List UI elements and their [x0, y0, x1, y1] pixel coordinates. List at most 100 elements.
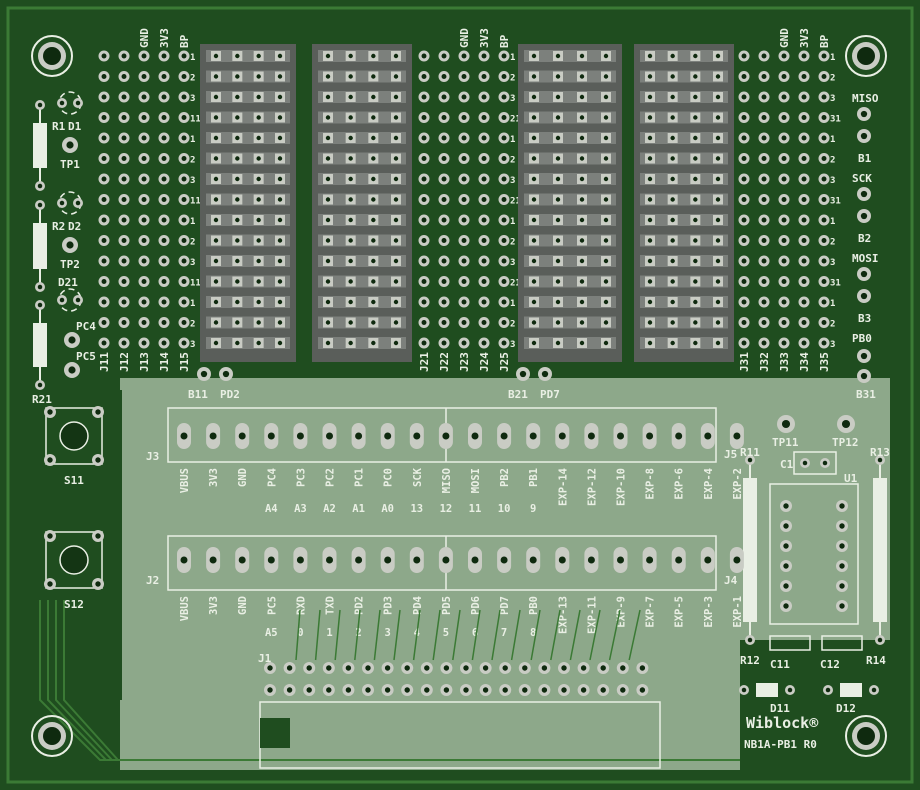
- row-number: 3: [190, 94, 195, 104]
- drill-hole: [277, 238, 283, 243]
- pin-label: SCK: [412, 467, 424, 487]
- drill-hole: [393, 74, 399, 79]
- resistor-j5-j4: [743, 478, 757, 622]
- trace: [314, 609, 321, 661]
- row-number: 2: [190, 74, 195, 84]
- drill-hole: [747, 637, 753, 643]
- row-number: 2: [510, 320, 515, 330]
- drill-hole: [670, 74, 675, 79]
- drill-hole: [101, 320, 107, 325]
- pin-number: 9: [530, 503, 536, 515]
- drill-hole: [715, 258, 721, 264]
- drill-hole: [741, 156, 747, 161]
- pin-number: 0: [297, 627, 303, 639]
- drill-hole: [213, 115, 219, 120]
- strip: [206, 111, 290, 124]
- drill-hole: [101, 258, 107, 264]
- drill-hole: [761, 320, 767, 325]
- strip: [640, 152, 728, 165]
- drill-hole: [75, 297, 81, 303]
- drill-hole: [256, 258, 261, 264]
- strip: [318, 132, 406, 144]
- drill-hole: [801, 258, 807, 264]
- rail-label-bp: BP: [178, 34, 191, 48]
- drill-hole: [501, 74, 507, 79]
- drill-hole: [161, 176, 167, 182]
- capacitor-c1: [793, 451, 837, 475]
- row-number: 3: [510, 176, 515, 186]
- push-button-s11[interactable]: [59, 421, 89, 451]
- pin-label: EXP-3: [703, 596, 715, 628]
- drill-hole: [502, 687, 508, 693]
- label-b11: B11: [188, 388, 208, 401]
- drill-hole: [693, 135, 698, 141]
- row-number: 31: [830, 197, 841, 207]
- drill-hole: [541, 665, 548, 671]
- pin-number: 3: [385, 627, 391, 639]
- drill-hole: [501, 176, 507, 182]
- drill-hole: [101, 340, 107, 346]
- drill-hole: [161, 53, 167, 59]
- drill-hole: [801, 238, 807, 243]
- drill-hole: [181, 176, 187, 182]
- drill-hole: [822, 460, 828, 466]
- drill-hole: [101, 238, 107, 243]
- drill-hole: [647, 115, 653, 120]
- drill-hole: [733, 556, 741, 564]
- connector-label-J22: J22: [438, 352, 451, 372]
- drill-hole: [821, 176, 827, 182]
- drill-hole: [839, 543, 845, 549]
- rail-label-gnd: GND: [778, 28, 791, 48]
- strip: [206, 91, 290, 103]
- row-number: 3: [830, 94, 835, 104]
- drill-hole: [213, 135, 219, 141]
- drill-hole: [141, 176, 147, 182]
- drill-hole: [235, 74, 240, 79]
- row-number: 11: [190, 115, 201, 125]
- drill-hole: [441, 74, 447, 79]
- drill-hole: [141, 299, 147, 305]
- drill-hole: [801, 340, 807, 346]
- drill-hole: [481, 258, 487, 264]
- row-number: 3: [190, 340, 195, 350]
- drill-hole: [101, 299, 107, 305]
- pin-label: PD7: [499, 596, 511, 615]
- drill-hole: [501, 135, 507, 141]
- drill-hole: [121, 238, 127, 243]
- drill-hole: [647, 176, 653, 182]
- drill-hole: [781, 176, 787, 182]
- connector-label-J34: J34: [798, 352, 811, 372]
- drill-hole: [741, 53, 747, 59]
- drill-hole: [461, 299, 467, 305]
- drill-hole: [101, 217, 107, 223]
- pin-label: PB0: [528, 596, 540, 615]
- strip: [318, 316, 406, 329]
- pin-label: 3V3: [208, 596, 220, 615]
- trace: [550, 609, 561, 661]
- drill-hole: [393, 197, 399, 202]
- push-button-s12[interactable]: [59, 545, 89, 575]
- drill-hole: [267, 432, 275, 440]
- drill-hole: [181, 53, 187, 59]
- drill-hole: [306, 687, 312, 693]
- pin-number: 12: [440, 503, 453, 515]
- drill-hole: [501, 258, 507, 264]
- drill-hole: [461, 320, 467, 325]
- drill-hole: [371, 258, 376, 264]
- drill-hole: [121, 135, 127, 141]
- drill-hole: [161, 238, 167, 243]
- drill-hole: [121, 156, 127, 161]
- drill-hole: [481, 320, 487, 325]
- row-number: 2: [510, 74, 515, 84]
- resistor-r13-r14: [873, 478, 887, 622]
- row-number: 2: [830, 320, 835, 330]
- trace: [412, 609, 421, 661]
- label-b2: B2: [858, 232, 871, 245]
- pin-label: EXP-13: [557, 596, 569, 634]
- drill-hole: [783, 563, 789, 569]
- row-number: 2: [510, 238, 515, 248]
- row-number: 1: [190, 53, 195, 63]
- trace: [452, 609, 461, 661]
- resistor-r1: [33, 123, 47, 168]
- drill-hole: [801, 299, 807, 305]
